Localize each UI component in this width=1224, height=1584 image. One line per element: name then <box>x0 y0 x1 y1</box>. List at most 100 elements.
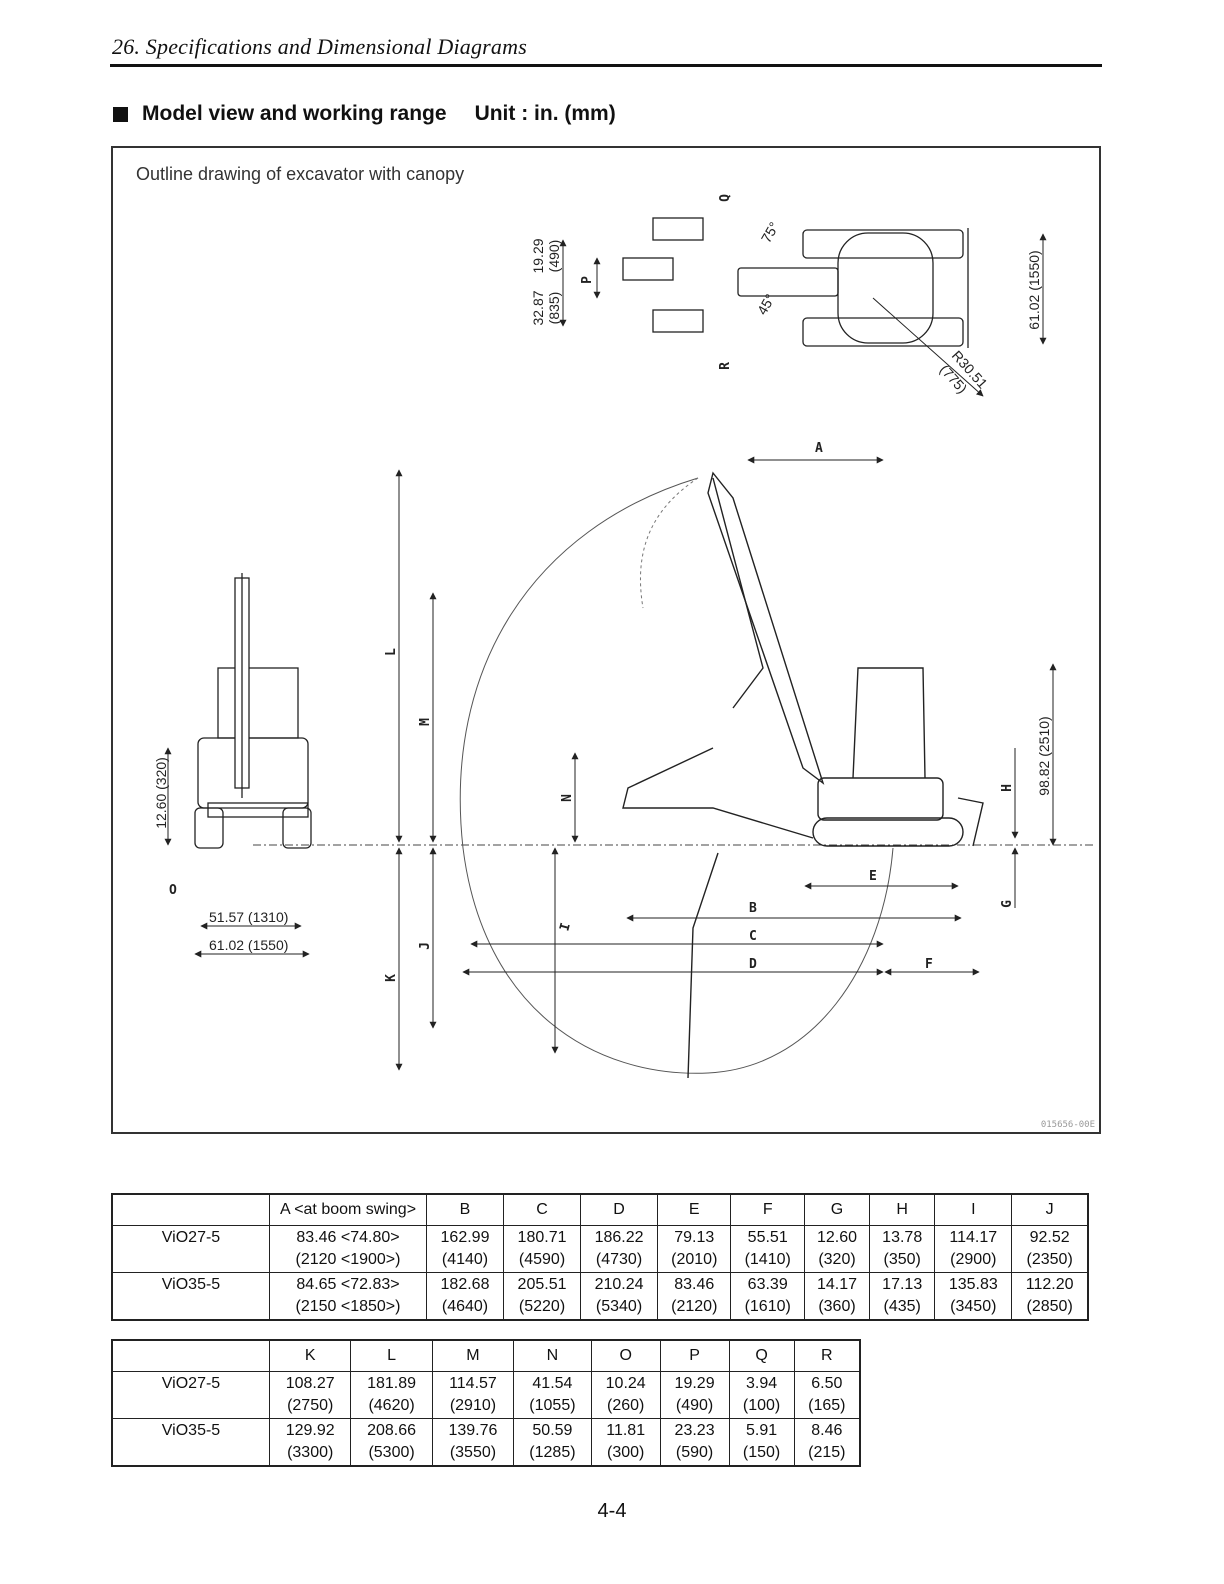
dim-P-label: P <box>580 276 595 284</box>
value-cell: 23.23(590) <box>659 1418 730 1467</box>
table-header-cell: A <at boom swing> <box>269 1193 427 1226</box>
value-mm: (2750) <box>287 1397 334 1414</box>
angle-45-label: 45° <box>754 291 778 317</box>
table-header-cell: D <box>580 1193 659 1226</box>
value-cell: 186.22 (4730) <box>580 1225 659 1273</box>
value-in: 11.81 <box>606 1422 646 1439</box>
value-mm: (2850) <box>1026 1298 1073 1315</box>
value-mm: (1610) <box>744 1298 791 1315</box>
model-cell: ViO27-5 <box>111 1225 270 1273</box>
value-cell: 79.13(2010) <box>657 1225 732 1273</box>
dim-F-label: F <box>925 957 933 972</box>
page-number: 4-4 <box>597 1500 627 1522</box>
value-in: 84.65 <72.83> <box>296 1276 400 1293</box>
table-header-cell: R <box>793 1339 861 1372</box>
top-width-label: 61.02 (1550) <box>1026 250 1042 329</box>
working-envelope <box>459 477 894 1074</box>
value-in: 5.91 <box>746 1422 778 1439</box>
value-mm: (5300) <box>368 1444 415 1461</box>
value-in: 23.23 <box>674 1422 715 1439</box>
table-row: ViO35-5 84.65 <72.83> (2150 <1850>) 182.6… <box>111 1272 1089 1321</box>
figure-caption: Outline drawing of excavator with canopy <box>136 164 465 184</box>
side-view <box>622 471 984 1079</box>
value-mm: (1410) <box>744 1251 791 1268</box>
value-in: 162.99 <box>440 1229 490 1246</box>
value-in: 135.83 <box>948 1276 998 1293</box>
value-in: 41.54 <box>532 1375 573 1392</box>
value-in: 180.71 <box>517 1229 567 1246</box>
value-in: 186.22 <box>594 1229 644 1246</box>
value-mm: (490) <box>675 1397 714 1414</box>
top-view <box>622 217 969 348</box>
value-in: 12.60 <box>816 1229 858 1246</box>
top-dim-a-mm: (835) <box>546 292 562 325</box>
value-cell: 10.24(260) <box>590 1371 661 1419</box>
table-header-cell: I <box>934 1193 1013 1226</box>
value-mm: (5220) <box>518 1298 566 1315</box>
value-cell: 208.66 (5300) <box>350 1418 433 1467</box>
excavator-drawing: 12.60 (320) 51.57 (1310) 61.02 (1550) O … <box>153 194 1093 1079</box>
dim-H-label: H <box>1000 784 1015 792</box>
front-height-label: 12.60 (320) <box>153 757 169 829</box>
front-width-1-label: 51.57 (1310) <box>209 909 288 925</box>
value-in: 83.46 <74.80> <box>296 1229 400 1246</box>
value-mm: (360) <box>818 1298 856 1315</box>
table-header-cell: H <box>869 1193 936 1226</box>
table-header-cell: P <box>659 1339 730 1372</box>
value-mm: (4730) <box>595 1251 643 1268</box>
value-cell: 129.92(3300) <box>268 1418 352 1467</box>
top-dim-a: 32.87 <box>530 290 546 325</box>
dim-E-label: E <box>869 869 877 884</box>
value-cell: 114.57(2910) <box>431 1371 515 1419</box>
value-cell: 135.83 (3450) <box>934 1272 1013 1321</box>
front-view <box>194 573 312 849</box>
value-in: 108.27 <box>285 1375 335 1392</box>
dimension-table-2: K L M N O P Q R ViO27-5 108.27(2750) 181… <box>111 1339 861 1467</box>
value-cell: 180.71(4590) <box>503 1225 582 1273</box>
front-width-2-label: 61.02 (1550) <box>209 937 288 953</box>
value-in: 50.59 <box>532 1422 573 1439</box>
value-mm: (215) <box>808 1444 846 1461</box>
value-in: 208.66 <box>367 1422 417 1439</box>
value-cell: 112.20(2850) <box>1011 1272 1089 1321</box>
value-mm: (165) <box>808 1397 846 1414</box>
dim-Q-label: Q <box>718 194 733 202</box>
value-mm: (2350) <box>1026 1251 1073 1268</box>
table-row: ViO27-5 108.27(2750) 181.89(4620) 114.57… <box>111 1371 861 1419</box>
angle-75-label: 75° <box>758 219 782 245</box>
section-title: Model view and working range Unit : in. … <box>113 102 616 126</box>
value-mm: (3450) <box>950 1298 997 1315</box>
value-in: 139.76 <box>448 1422 498 1439</box>
value-cell: 19.29 (490) <box>659 1371 730 1419</box>
value-mm: (4620) <box>368 1397 415 1414</box>
side-height-label: 98.82 (2510) <box>1036 716 1052 795</box>
value-cell: 50.59(1285) <box>513 1418 592 1467</box>
table-header-cell: J <box>1011 1193 1089 1226</box>
table-header-cell: E <box>657 1193 732 1226</box>
value-cell: 181.89(4620) <box>350 1371 433 1419</box>
value-mm: (2010) <box>671 1251 718 1268</box>
value-in: 114.57 <box>449 1375 497 1392</box>
table-header-cell: L <box>350 1339 433 1372</box>
value-mm: (100) <box>742 1397 781 1414</box>
running-title: 26. Specifications and Dimensional Diagr… <box>112 34 527 59</box>
value-mm: (320) <box>818 1251 856 1268</box>
table-row: ViO27-5 83.46 <74.80>(2120 <1900>) 162.9… <box>111 1225 1089 1273</box>
value-mm: (150) <box>742 1444 781 1461</box>
value-in: 182.68 <box>440 1276 490 1293</box>
value-cell: 84.65 <72.83> (2150 <1850>) <box>269 1272 427 1321</box>
value-in: 205.51 <box>517 1276 567 1293</box>
value-in: 17.13 <box>882 1276 923 1293</box>
value-in: 63.39 <box>747 1276 788 1293</box>
value-in: 83.46 <box>674 1276 715 1293</box>
model-cell: ViO35-5 <box>111 1272 270 1321</box>
value-mm: (2150 <1850>) <box>295 1298 401 1315</box>
value-cell: 5.91 (150) <box>728 1418 795 1467</box>
table-header-cell: F <box>730 1193 805 1226</box>
dimension-table-1: A <at boom swing> B C D E F G H I J ViO2… <box>111 1193 1089 1321</box>
unit-label: Unit : in. (mm) <box>474 102 616 125</box>
value-in: 19.29 <box>674 1375 715 1392</box>
value-in: 210.24 <box>594 1276 644 1293</box>
dim-C-label: C <box>749 929 757 944</box>
value-mm: (2120) <box>671 1298 718 1315</box>
